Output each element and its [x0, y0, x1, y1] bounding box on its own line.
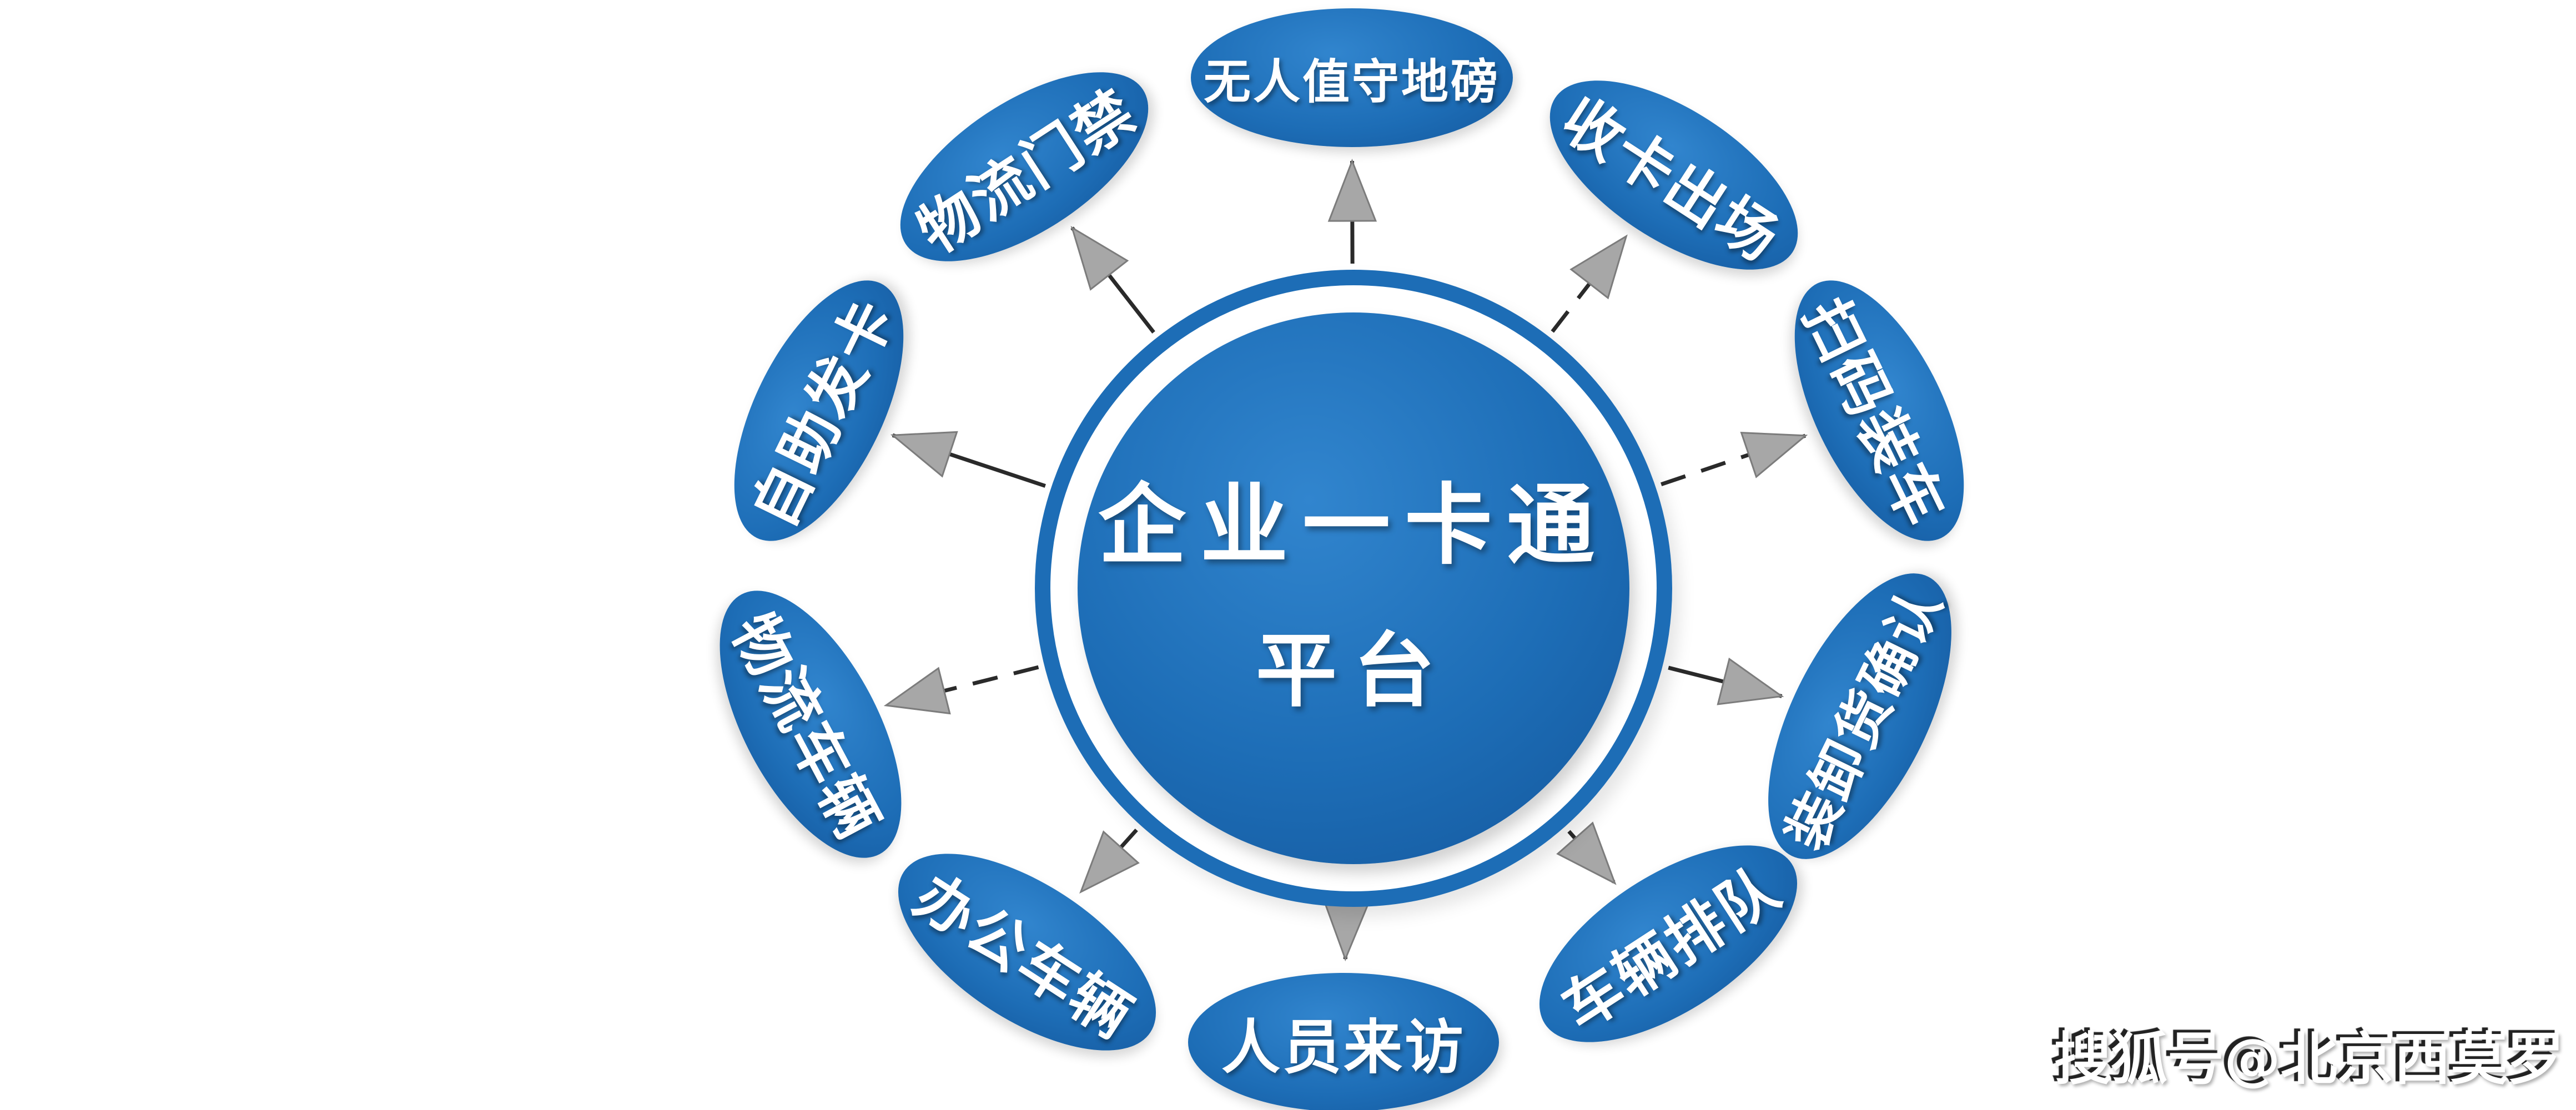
- satellite-label-visitor-access: 人员来访: [1221, 1013, 1466, 1082]
- satellite-node-unattended-weighbridge: 无人值守地磅: [1191, 8, 1513, 147]
- connector-arrow-load-unload-confirm: [1668, 657, 1784, 705]
- connector-arrow-visitor-access: [1322, 897, 1371, 962]
- connector-arrow-logistics-vehicles: [883, 665, 1039, 715]
- satellite-label-unattended-weighbridge: 无人值守地磅: [1203, 54, 1500, 110]
- connector-arrow-vehicle-queue: [1556, 821, 1617, 885]
- center-ring: 企业一卡通 平台: [1035, 270, 1672, 907]
- connector-arrow-self-card-issue: [890, 431, 1046, 488]
- satellite-node-visitor-access: 人员来访: [1188, 973, 1499, 1110]
- connector-arrow-office-vehicles: [1079, 828, 1140, 894]
- connector-arrow-scan-loading: [1661, 432, 1808, 487]
- connector-arrow-card-collect-exit: [1551, 234, 1628, 333]
- connector-arrow-logistics-access: [1070, 226, 1155, 334]
- center-title-line2: 平台: [1256, 624, 1451, 718]
- center-platform-circle: 企业一卡通 平台: [1078, 312, 1629, 864]
- watermark-text: 搜狐号@北京西莫罗: [2054, 1027, 2564, 1093]
- center-title-line1: 企业一卡通: [1098, 475, 1609, 577]
